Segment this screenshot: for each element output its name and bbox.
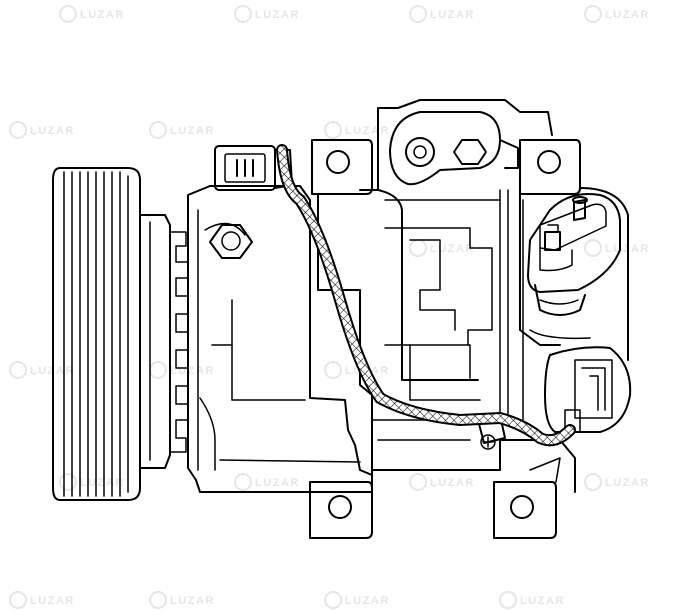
- front-housing: [187, 185, 373, 493]
- pulley-grooves: [63, 171, 129, 497]
- lower-right-mount: [493, 457, 561, 539]
- watermark-brand-text: LUZAR: [255, 9, 300, 21]
- watermark-logo: LUZAR: [584, 239, 650, 257]
- pulley-outline: [52, 167, 141, 501]
- watermark-logo: LUZAR: [234, 473, 300, 491]
- watermark-brand-text: LUZAR: [30, 365, 75, 377]
- clutch-hub: [139, 214, 171, 469]
- watermark-logo: LUZAR: [149, 361, 213, 379]
- watermark-logo: LUZAR: [409, 239, 475, 257]
- watermark-brand-text: LUZAR: [605, 9, 650, 21]
- upper-right-mount: [519, 139, 581, 195]
- watermark-layer: LUZAR LUZAR LUZAR LUZAR LUZAR LUZAR LUZAR LUZAR…: [9, 5, 650, 609]
- watermark-logo: LUZAR: [499, 591, 565, 609]
- watermark-logo: LUZAR: [409, 473, 475, 491]
- pulley: [52, 167, 189, 501]
- watermark-logo: LUZAR: [9, 121, 75, 139]
- watermark-brand-text: LUZAR: [80, 9, 125, 21]
- center-body: [317, 99, 553, 493]
- watermark-logo: LUZAR: [59, 5, 125, 23]
- watermark-logo: LUZAR: [9, 591, 75, 609]
- wire-harness: [276, 144, 576, 447]
- rear-housing: [514, 187, 629, 493]
- watermark-brand-text: LUZAR: [520, 595, 565, 607]
- watermark-brand-text: LUZAR: [170, 595, 215, 607]
- watermark-brand-text: LUZAR: [430, 243, 475, 255]
- upper-left-mount: [311, 139, 373, 195]
- watermark-logo: LUZAR: [584, 473, 650, 491]
- watermark-brand-text: LUZAR: [430, 9, 475, 21]
- top-bracket: [389, 111, 519, 186]
- front-bolt: [209, 224, 253, 259]
- watermark-logo: LUZAR: [59, 473, 125, 491]
- watermark-brand-text: LUZAR: [30, 595, 75, 607]
- watermark-logo: LUZAR: [409, 5, 475, 23]
- control-valve: [527, 193, 621, 316]
- watermark-logo: LUZAR: [234, 5, 300, 23]
- watermark-logo: LUZAR: [149, 591, 215, 609]
- watermark-logo: LUZAR: [9, 361, 75, 379]
- watermark-brand-text: LUZAR: [170, 125, 215, 137]
- watermark-brand-text: LUZAR: [430, 477, 475, 489]
- watermark-brand-text: LUZAR: [345, 595, 390, 607]
- lower-left-mount: [309, 481, 373, 539]
- watermark-brand-text: LUZAR: [30, 125, 75, 137]
- watermark-brand-text: LUZAR: [605, 243, 650, 255]
- clutch-teeth: [169, 231, 189, 453]
- watermark-brand-text: LUZAR: [80, 477, 125, 489]
- watermark-brand-text: LUZAR: [255, 477, 300, 489]
- watermark-logo: LUZAR: [149, 121, 215, 139]
- watermark-brand-text: LUZAR: [345, 125, 390, 137]
- watermark-logo: LUZAR: [324, 121, 390, 139]
- rear-round-connector: [544, 346, 632, 433]
- watermark-brand-text: LUZAR: [605, 477, 650, 489]
- watermark-logo: LUZAR: [324, 591, 390, 609]
- watermark-logo: LUZAR: [584, 5, 650, 23]
